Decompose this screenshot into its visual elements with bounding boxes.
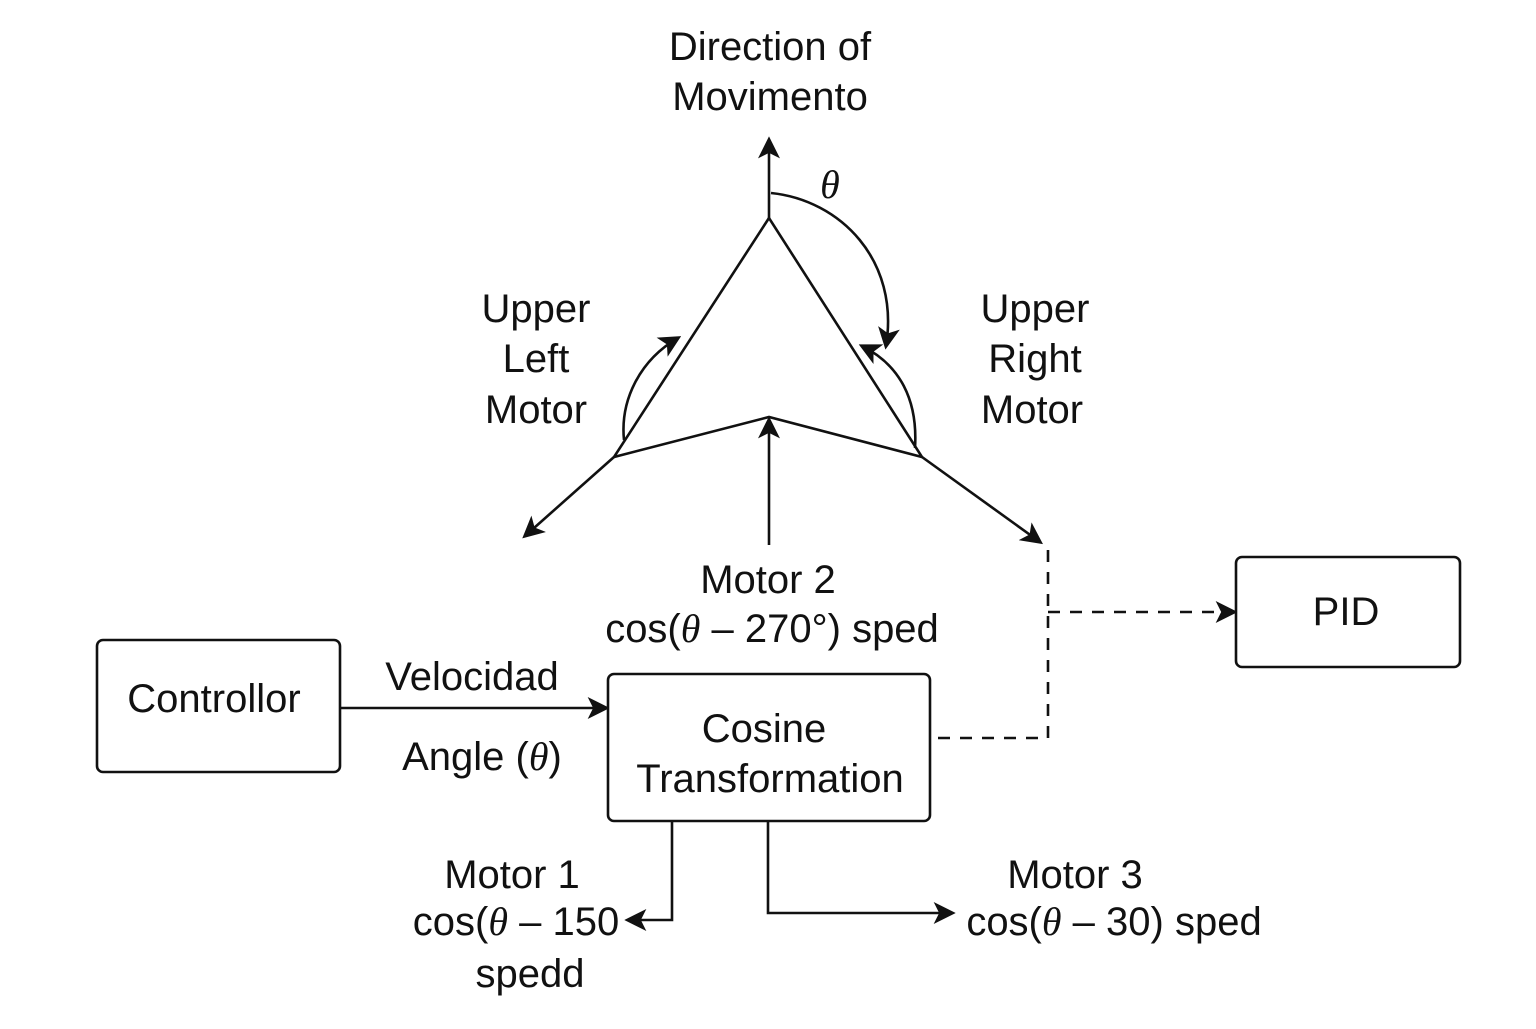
motor2-formula: cos(θ – 270°) sped	[605, 606, 939, 651]
right-wheel-arrow	[921, 455, 1043, 545]
upper-left-label-line1: Upper	[482, 287, 591, 331]
controller-box[interactable]: Controllor	[95, 638, 342, 774]
motor1-output-arrow	[624, 822, 674, 931]
controller-label: Controllor	[127, 677, 300, 721]
upper-left-label-line3: Motor	[485, 388, 587, 432]
motor1-title: Motor 1	[444, 853, 580, 897]
motor1-formula: cos(θ – 150	[413, 899, 619, 944]
cosine-transformation-box[interactable]: Cosine Transformation	[606, 672, 932, 823]
controller-box-frame	[95, 638, 342, 774]
direction-label-line1: Direction of	[669, 25, 872, 69]
pid-box[interactable]: PID	[1234, 555, 1462, 669]
motor1-suffix: spedd	[476, 952, 585, 996]
pid-box-frame	[1234, 555, 1462, 669]
theta-label: θ	[820, 162, 840, 207]
pid-label: PID	[1313, 590, 1380, 634]
motor3-output-arrow	[766, 822, 956, 924]
motor3-title: Motor 3	[1007, 853, 1143, 897]
angle-label: Angle (θ)	[402, 734, 562, 779]
cosine-label-line2: Transformation	[636, 757, 904, 801]
feedback-dashed-line	[938, 546, 1050, 740]
velocity-label: Velocidad	[385, 655, 558, 699]
upper-left-label-line2: Left	[503, 337, 570, 381]
cosine-box-frame	[606, 672, 932, 823]
upper-right-label-line3: Motor	[981, 388, 1083, 432]
motor2-title: Motor 2	[700, 558, 836, 602]
cosine-label-line1: Cosine	[702, 707, 827, 751]
upper-left-rotation-arc	[622, 336, 682, 441]
direction-label-line2: Movimento	[672, 75, 868, 119]
left-wheel-arrow	[522, 456, 615, 539]
upper-right-rotation-arc	[858, 344, 917, 449]
upper-right-label-line1: Upper	[981, 287, 1090, 331]
motor3-formula: cos(θ – 30) sped	[966, 899, 1261, 944]
theta-arc	[770, 191, 900, 350]
upper-right-label-line2: Right	[988, 337, 1081, 381]
